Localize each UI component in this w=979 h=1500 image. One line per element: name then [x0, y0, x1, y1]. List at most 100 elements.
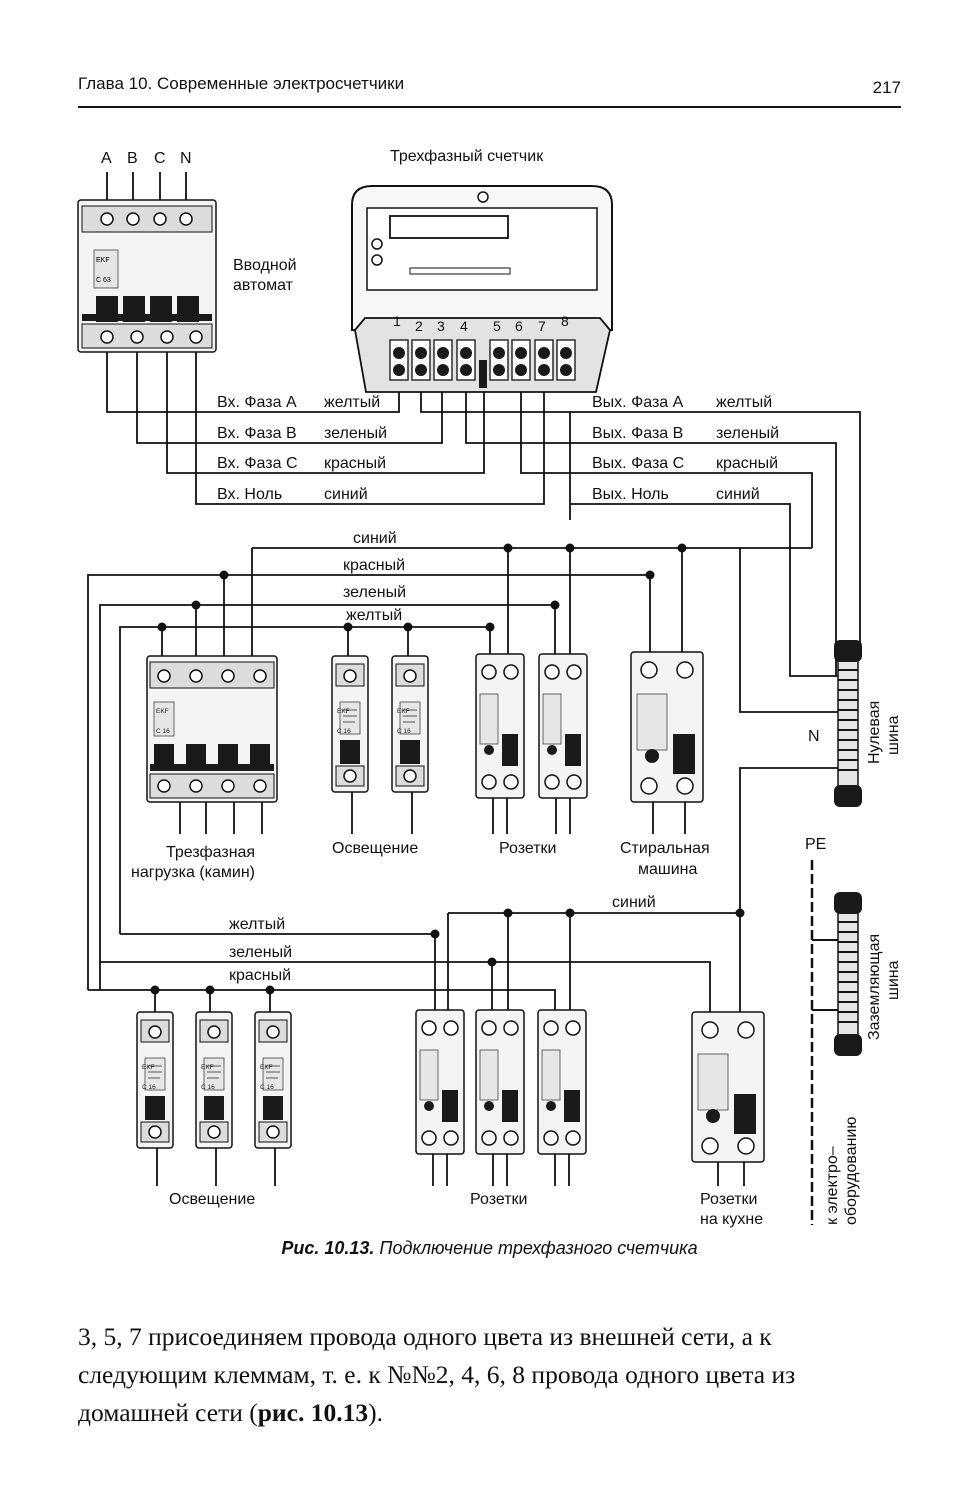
inlet-breaker: EKF C 63 — [77, 172, 217, 353]
load-label: машина — [638, 861, 698, 878]
terminal-number: 4 — [460, 318, 468, 334]
bus-color-label: синий — [353, 530, 397, 547]
caption-text: Подключение трехфазного счетчика — [379, 1238, 698, 1258]
equipment-label-1: к электро– — [824, 1146, 841, 1225]
bus-color-label: зеленый — [343, 584, 406, 601]
ground-bus — [810, 860, 862, 1225]
wire-in-color: зеленый — [324, 425, 387, 442]
terminal-number: 5 — [493, 318, 501, 334]
wire-out-color: зеленый — [716, 425, 779, 442]
load-label: Трезфазная — [166, 844, 255, 861]
lower-color-label: желтый — [229, 916, 285, 933]
wire-out-label: Вых. Фаза C — [592, 455, 684, 472]
body-paragraph: 3, 5, 7 присоединяем провода одного цвет… — [78, 1318, 904, 1432]
device-brand: EKF — [201, 1064, 214, 1071]
inlet-label-1: Вводной — [233, 257, 297, 274]
three-phase-meter — [351, 185, 613, 393]
device-markings: EKF C 16 EKF C 16 EKF C 16 EKF C 16 EKF … — [142, 708, 411, 1091]
pe-letter: PE — [805, 836, 826, 853]
phase-letter-a: A — [101, 150, 112, 167]
wire-out-color: красный — [716, 455, 778, 472]
neutral-bus — [834, 640, 862, 807]
device-brand: EKF — [337, 708, 350, 715]
neutral-label-2: шина — [885, 715, 902, 755]
bus-color-label: красный — [343, 557, 405, 574]
difautomat-sockets-b2 — [475, 1009, 525, 1155]
breaker-lighting-2 — [391, 655, 429, 793]
difautomat-sockets-b1 — [415, 1009, 465, 1155]
rcd-washer — [630, 651, 704, 803]
bus-color-label: желтый — [346, 607, 402, 624]
device-brand: EKF — [260, 1064, 273, 1071]
wires — [87, 352, 861, 1016]
terminal-number: 3 — [437, 318, 445, 334]
breaker-lighting-b1 — [136, 1011, 174, 1149]
load-label: Розетки — [470, 1191, 527, 1208]
wire-out-color: желтый — [716, 394, 772, 411]
body-text-part2: ). — [368, 1398, 383, 1427]
wire-in-label: Вх. Фаза C — [217, 455, 298, 472]
device-rating: C 16 — [260, 1084, 274, 1091]
device-rating: C 16 — [201, 1084, 215, 1091]
wire-in-label: Вх. Ноль — [217, 486, 282, 503]
top-devices — [146, 651, 704, 803]
caption-label: Рис. 10.13. — [281, 1238, 375, 1258]
load-label: Освещение — [332, 840, 418, 857]
load-label: нагрузка (камин) — [131, 864, 255, 881]
meter-title: Трехфазный счетчик — [390, 148, 544, 165]
device-brand: EKF — [156, 708, 169, 715]
wire-in-label: Вх. Фаза A — [217, 394, 297, 411]
wire-out-color: синий — [716, 486, 760, 503]
difautomat-sockets-1 — [475, 653, 525, 799]
header-rule — [78, 106, 901, 108]
device-rating: C 16 — [156, 728, 170, 735]
device-rating: C 16 — [142, 1084, 156, 1091]
neutral-letter: N — [808, 728, 820, 745]
terminal-number: 7 — [538, 318, 546, 334]
body-text-part1: 3, 5, 7 присоединяем провода одного цвет… — [78, 1322, 796, 1427]
terminal-number: 6 — [515, 318, 523, 334]
device-brand: EKF — [397, 708, 410, 715]
load-label: на кухне — [700, 1211, 763, 1228]
equipment-label-2: оборудованию — [843, 1117, 860, 1225]
difautomat-sockets-2 — [538, 653, 588, 799]
inlet-brand: EKF — [96, 257, 110, 264]
breaker-lighting-b2 — [195, 1011, 233, 1149]
lower-color-label: красный — [229, 967, 291, 984]
inlet-rating: C 63 — [96, 277, 111, 284]
inlet-label-2: автомат — [233, 277, 294, 294]
rcd-kitchen — [691, 1011, 765, 1163]
lower-color-label: зеленый — [229, 944, 292, 961]
load-label: Освещение — [169, 1191, 255, 1208]
wire-in-color: синий — [324, 486, 368, 503]
ground-label-1: Заземляющая — [866, 934, 883, 1040]
neutral-label-1: Нулевая — [866, 701, 883, 764]
figure-caption: Рис. 10.13. Подключение трехфазного счет… — [0, 1238, 979, 1259]
wire-in-color: желтый — [324, 394, 380, 411]
load-label: Розетки — [499, 840, 556, 857]
body-text-figure-ref: рис. 10.13 — [257, 1398, 369, 1427]
phase-letter-n: N — [180, 150, 192, 167]
load-label: Стиральная — [620, 840, 710, 857]
terminal-number: 8 — [561, 313, 569, 329]
terminal-number: 1 — [393, 313, 401, 329]
phase-letter-c: C — [154, 150, 166, 167]
page-number: 217 — [872, 78, 901, 97]
ground-label-2: шина — [885, 960, 902, 1000]
chapter-title: Глава 10. Современные электросчетчики — [78, 74, 405, 93]
load-label: Розетки — [700, 1191, 757, 1208]
junction-dots — [150, 543, 745, 995]
breaker-lighting-b3 — [254, 1011, 292, 1149]
wire-in-color: красный — [324, 455, 386, 472]
device-rating: C 16 — [337, 728, 351, 735]
terminal-number: 2 — [415, 318, 423, 334]
device-brand: EKF — [142, 1064, 155, 1071]
wire-in-label: Вх. Фаза B — [217, 425, 297, 442]
breaker-lighting-1 — [331, 655, 369, 793]
device-rating: C 16 — [397, 728, 411, 735]
wire-out-label: Вых. Фаза A — [592, 394, 684, 411]
wire-out-label: Вых. Ноль — [592, 486, 669, 503]
lower-color-label: синий — [612, 894, 656, 911]
wire-out-label: Вых. Фаза B — [592, 425, 683, 442]
